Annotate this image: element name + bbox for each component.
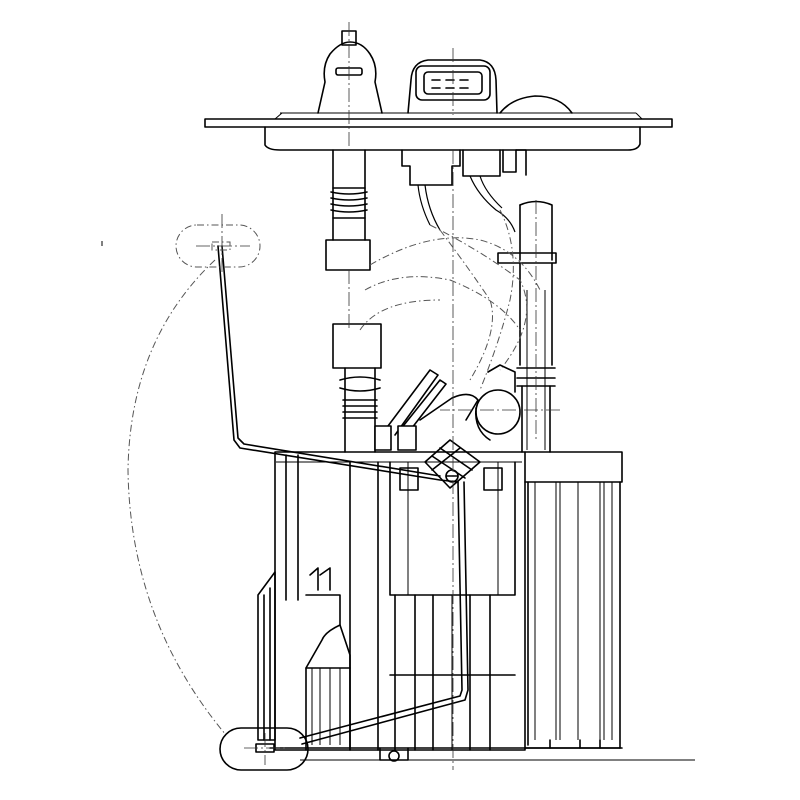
center-lines [348,150,560,770]
reservoir-base [269,739,623,762]
upper-filter-cap [325,239,371,271]
harness-clips [374,425,503,491]
lower-filter [332,323,382,369]
hose-fitting [317,22,383,150]
center-coupling [424,439,481,489]
vent-dome [499,95,573,114]
outlet-tube [497,200,557,453]
lower-fuel-tube [339,367,381,453]
wire-harness [359,175,541,441]
float-upper-position [127,214,261,736]
upper-fuel-tube [330,149,368,241]
flange-underside-connectors [401,149,527,186]
fuel-pump [389,461,516,751]
swirl-pot-reservoir [274,451,623,751]
level-sensor [257,567,351,751]
float-lower-position [219,727,309,771]
float-arm [217,245,469,745]
guide-rod [349,461,379,751]
electrical-connector [407,48,498,115]
flange-plate [204,112,673,151]
